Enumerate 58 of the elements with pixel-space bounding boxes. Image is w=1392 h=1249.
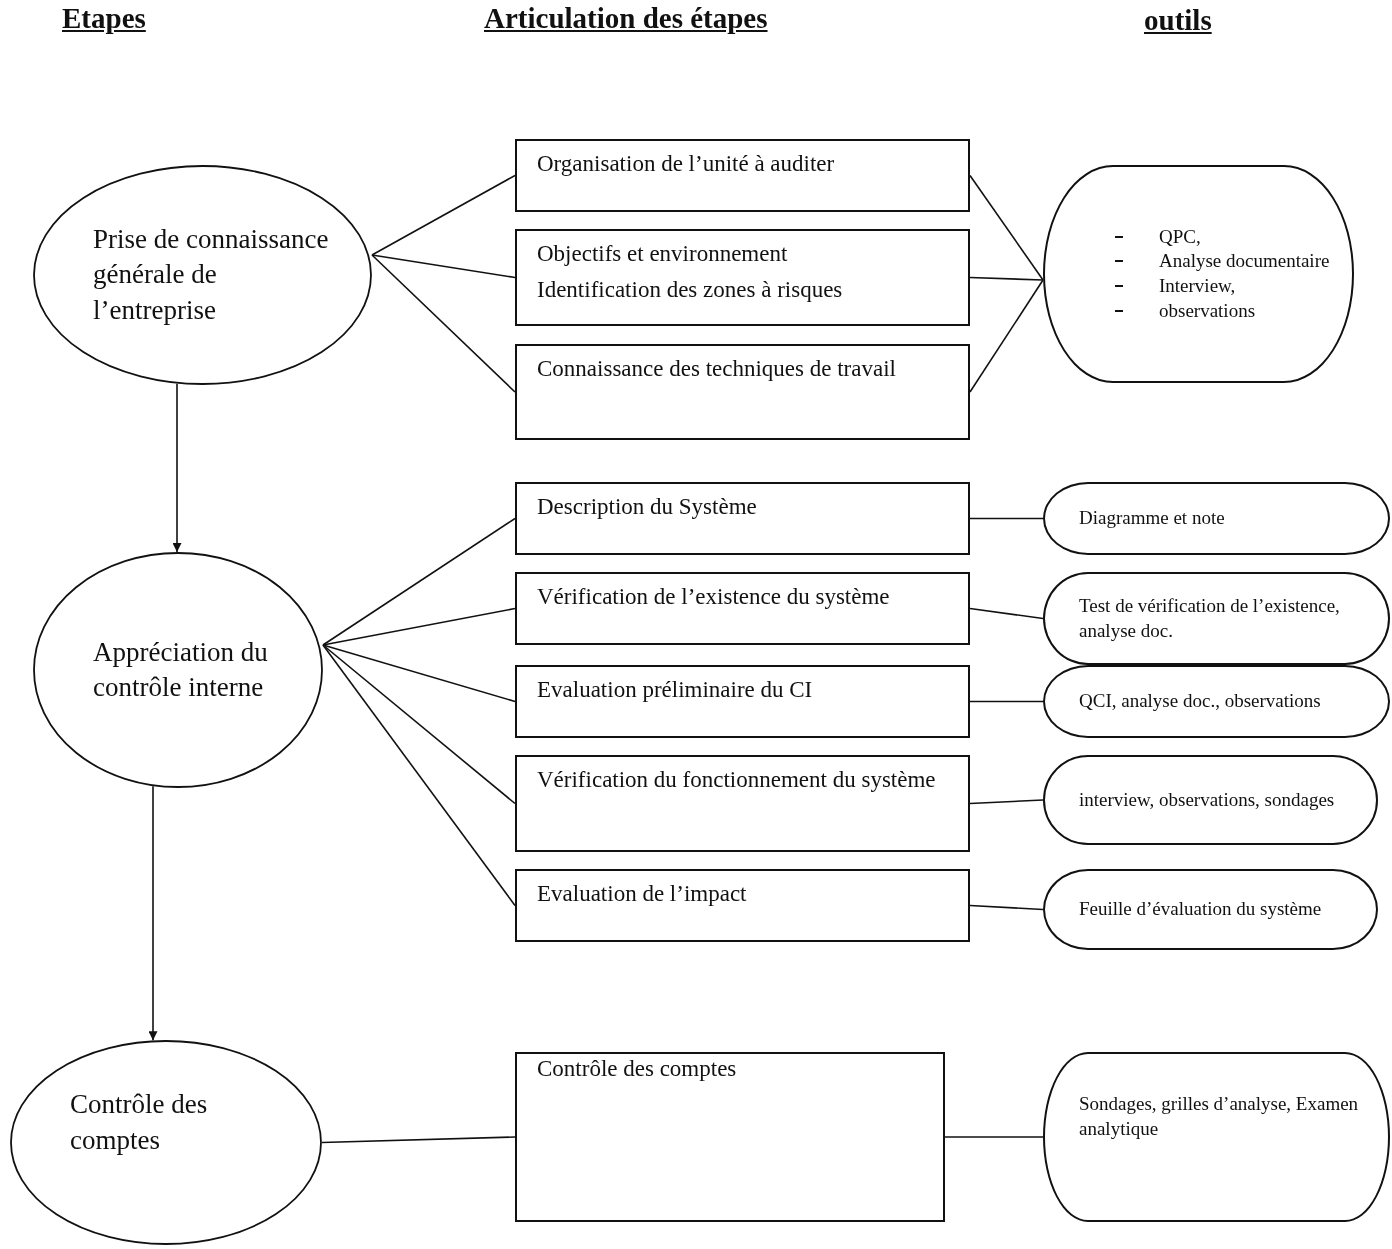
- connector-line: [969, 517, 1044, 520]
- connector-line: [969, 276, 1044, 281]
- connector-line: [969, 174, 1044, 281]
- node-text: Vérification du fonctionnement du système: [537, 766, 937, 794]
- step-ellipse: [33, 165, 372, 385]
- connector-line: [322, 644, 516, 907]
- tool-item: Interview,: [1159, 274, 1236, 298]
- connector-line: [371, 254, 516, 393]
- node-text: Test de vérification de l’existence, analyse doc.: [1079, 593, 1341, 643]
- arrow: [172, 382, 182, 553]
- connector-line: [322, 644, 516, 805]
- node-text: Appréciation du contrôle interne: [93, 635, 269, 704]
- node-text: Feuille d’évaluation du système: [1079, 897, 1323, 922]
- connector-line: [322, 517, 516, 646]
- process-box: [515, 869, 970, 942]
- node-text: Identification des zones à risques: [537, 275, 844, 304]
- node-text: Connaissance des techniques de travail: [537, 355, 897, 383]
- connector-line: [371, 174, 516, 256]
- node-text: Description du Système: [537, 493, 758, 521]
- process-box: [515, 755, 970, 852]
- node-text: interview, observations, sondages: [1079, 787, 1336, 812]
- connector-line: [322, 607, 516, 646]
- process-box: [515, 665, 970, 738]
- column-heading: Etapes: [62, 2, 146, 35]
- connector-line: [944, 1136, 1044, 1138]
- tool-item: Analyse documentaire: [1159, 249, 1330, 274]
- column-heading: outils: [1144, 4, 1212, 37]
- process-box: [515, 482, 970, 555]
- node-text: Vérification de l’existence du système: [537, 583, 891, 611]
- node-text: Contrôle des comptes: [537, 1055, 738, 1083]
- connector-line: [969, 700, 1044, 703]
- connector-line: [321, 1136, 516, 1144]
- node-text: Evaluation préliminaire du CI: [537, 676, 814, 704]
- process-box: [515, 572, 970, 645]
- step-ellipse: [10, 1040, 322, 1245]
- node-text: Organisation de l’unité à auditer: [537, 150, 836, 178]
- node-text: Prise de connaissance générale de l’entreprise: [93, 223, 330, 327]
- connector-line: [969, 607, 1044, 620]
- node-text: Sondages, grilles d’analyse, Examen analytique: [1079, 1092, 1360, 1141]
- connector-line: [322, 644, 516, 703]
- node-text: QCI, analyse doc., observations: [1079, 689, 1322, 714]
- process-box: [515, 344, 970, 440]
- arrow: [148, 785, 158, 1042]
- node-text: Contrôle des comptes: [70, 1088, 209, 1157]
- connector-line: [371, 254, 516, 279]
- node-text: Evaluation de l’impact: [537, 880, 748, 908]
- node-text: Diagramme et note: [1079, 506, 1226, 531]
- tool-item: observations: [1159, 298, 1256, 323]
- step-ellipse: [33, 552, 323, 788]
- process-box: [515, 229, 970, 326]
- connector-line: [969, 279, 1044, 393]
- column-heading: Articulation des étapes: [484, 2, 768, 35]
- process-box: [515, 139, 970, 212]
- connector-line: [969, 799, 1044, 805]
- tool-item: QPC,: [1159, 224, 1201, 249]
- node-text: Objectifs et environnement: [537, 240, 789, 268]
- process-box: [515, 1052, 945, 1222]
- connector-line: [969, 904, 1044, 911]
